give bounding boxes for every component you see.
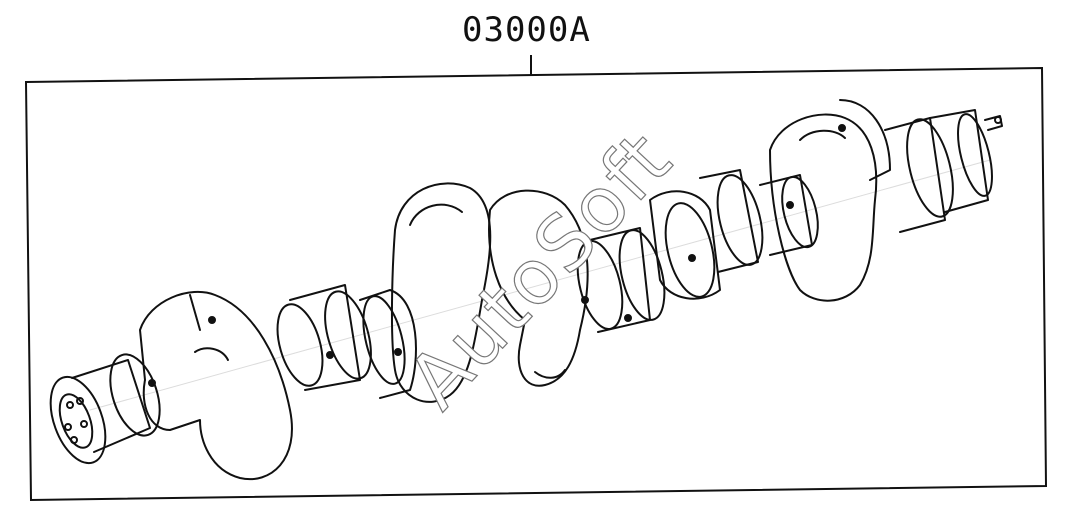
part-number-label: 03000A [462, 10, 591, 50]
counterweight-1 [390, 182, 492, 403]
crank-web-2 [359, 289, 417, 399]
journal-2 [576, 227, 666, 333]
counterweight-2 [488, 189, 589, 387]
crank-web-3 [649, 169, 764, 300]
journal-1 [276, 284, 372, 391]
front-nose [884, 109, 1003, 233]
crank-web-1 [139, 290, 293, 481]
journal-3 [759, 174, 819, 256]
counterweight-3 [769, 99, 891, 302]
leader-line [530, 55, 532, 75]
flange-end [49, 353, 161, 465]
